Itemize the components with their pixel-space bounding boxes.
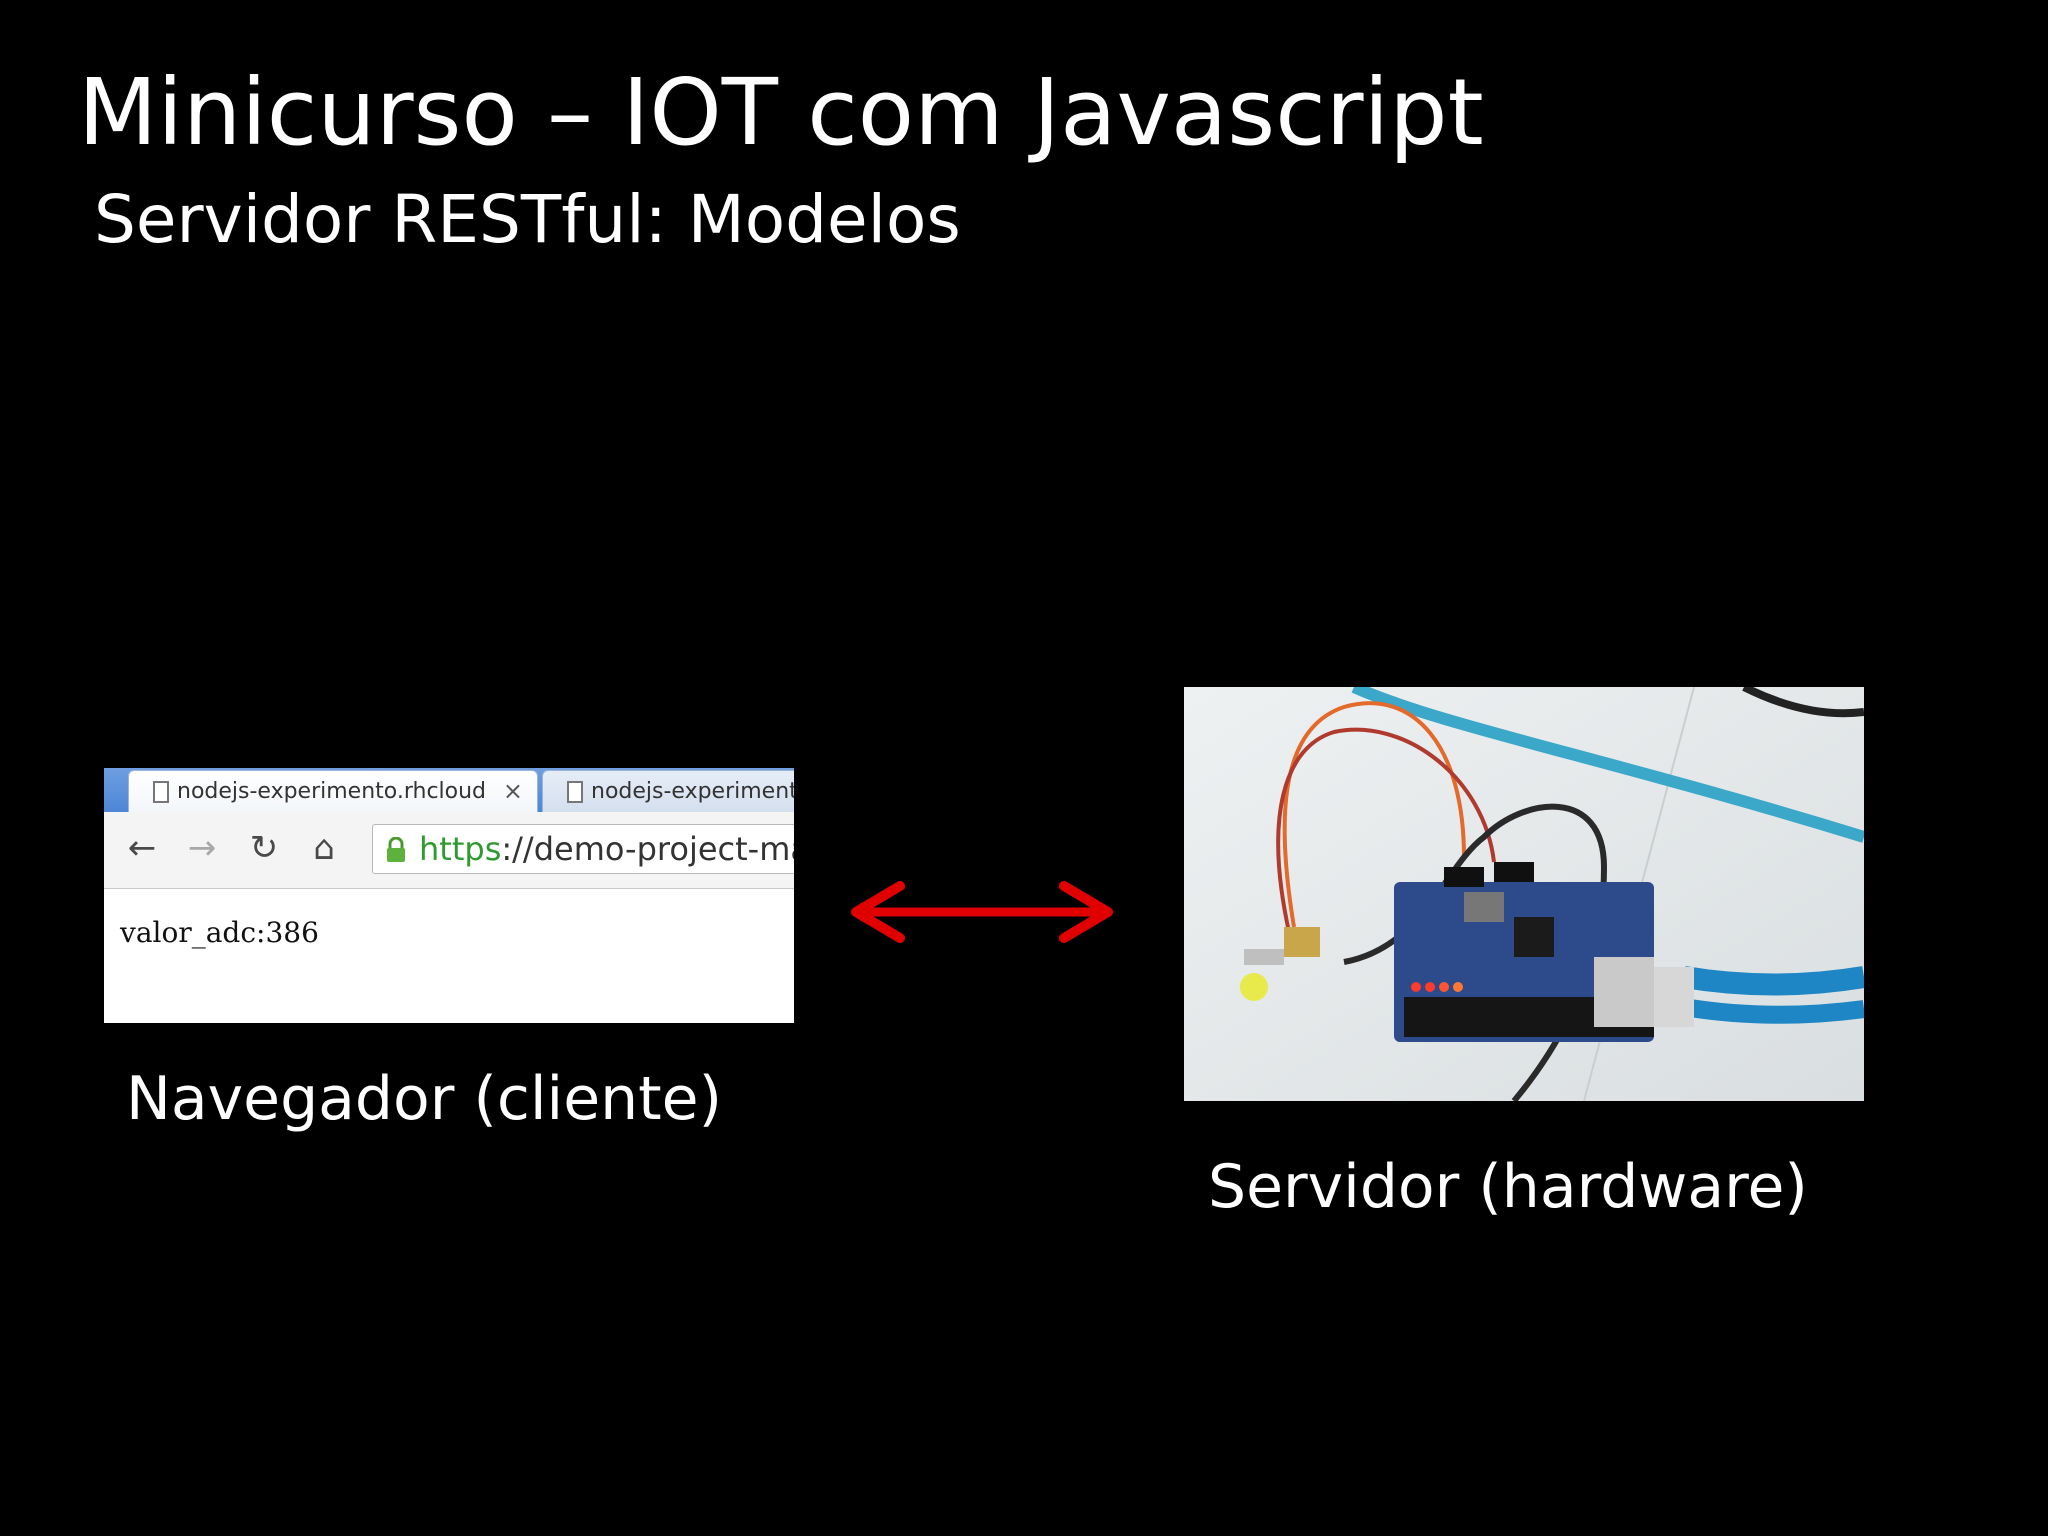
reload-icon[interactable]: ↻: [249, 828, 279, 868]
url-scheme: https: [419, 830, 502, 868]
browser-screenshot: nodejs-experiment nodejs-experimento.rhc…: [104, 768, 794, 1023]
home-icon[interactable]: ⌂: [313, 828, 335, 868]
bidirectional-arrow-icon: [851, 881, 1113, 943]
browser-toolbar: ← → ↻ ⌂ https://demo-project-ma: [104, 812, 794, 889]
url-text: https://demo-project-ma: [419, 830, 794, 868]
tab-nodejs-experiment[interactable]: nodejs-experiment: [542, 770, 794, 812]
tab-label: nodejs-experiment: [591, 779, 794, 804]
hardware-photo: [1184, 687, 1864, 1101]
client-caption: Navegador (cliente): [126, 1064, 722, 1134]
tab-strip: nodejs-experiment nodejs-experimento.rhc…: [104, 768, 794, 812]
address-bar[interactable]: https://demo-project-ma: [372, 824, 794, 874]
back-arrow-icon[interactable]: ←: [127, 828, 157, 868]
page-icon: [567, 781, 583, 803]
server-caption: Servidor (hardware): [1208, 1152, 1808, 1222]
slide-subtitle: Servidor RESTful: Modelos: [94, 181, 961, 258]
tab-label: nodejs-experimento.rhcloud: [177, 779, 487, 804]
tab-nodejs-experimento[interactable]: nodejs-experimento.rhcloud ×: [128, 770, 538, 812]
forward-arrow-icon[interactable]: →: [187, 828, 217, 868]
close-tab-icon[interactable]: ×: [502, 777, 523, 805]
page-content-text: valor_adc:386: [120, 916, 319, 949]
url-path: ://demo-project-ma: [501, 830, 794, 868]
page-icon: [153, 781, 169, 803]
slide-title: Minicurso – IOT com Javascript: [78, 59, 1484, 166]
lock-icon: [387, 837, 405, 862]
